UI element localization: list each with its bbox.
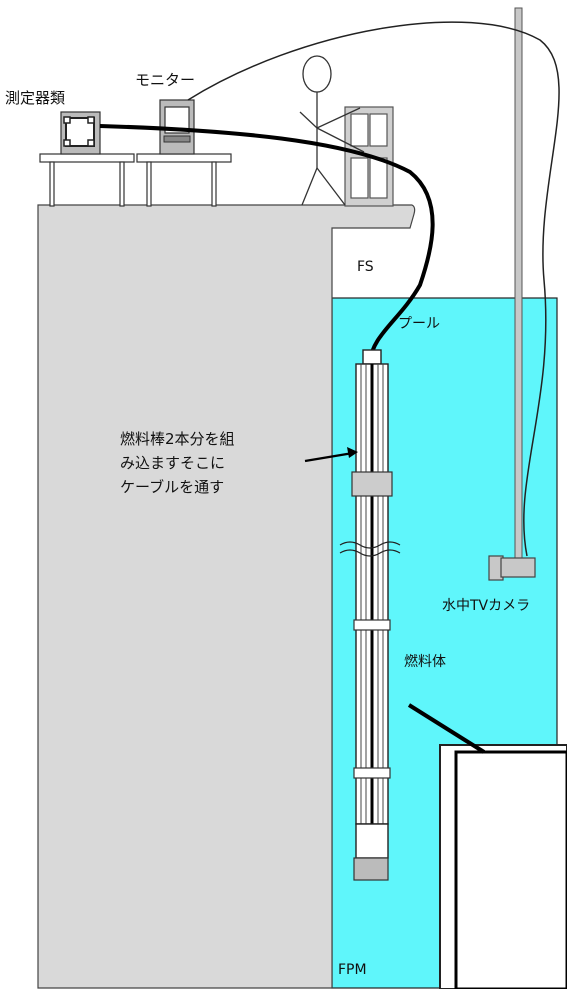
table-right (136, 153, 232, 207)
fpm-base (353, 857, 389, 881)
camera-icon (488, 555, 536, 581)
camera-pole (514, 7, 523, 559)
break-mark (339, 541, 401, 557)
table-left (39, 153, 135, 207)
fpm-grid-2 (353, 619, 391, 631)
note-arrowhead (347, 447, 358, 458)
fpm-bottom-nozzle (355, 823, 389, 859)
note-line-1: 燃料棒2本分を組 (120, 430, 235, 448)
camera-label: 水中TVカメラ (442, 598, 530, 614)
building-wall (37, 204, 416, 989)
fuel-pointer-line (407, 703, 486, 754)
fpm-grid-3 (353, 767, 391, 779)
fpm-grid-1 (351, 471, 393, 497)
fs-label: FS (357, 259, 374, 275)
fpm-assembly (351, 349, 393, 881)
pool-label: プール (398, 316, 440, 332)
instrument-box-icon (60, 111, 101, 155)
measurement-label: 測定器類 (5, 89, 65, 107)
stick-figure-icon (299, 55, 365, 206)
note-line-3: ケーブルを通す (120, 478, 224, 496)
monitor-label: モニター (135, 71, 195, 89)
camera-cable (187, 21, 560, 557)
concrete-block-inner (454, 750, 567, 989)
fpm-top-cap (362, 349, 382, 365)
note-arrow (304, 451, 354, 463)
note-line-2: み込ますそこに (120, 454, 225, 472)
fpm-label: FPM (338, 962, 367, 978)
fuel-assembly-label: 燃料体 (404, 653, 446, 670)
measurement-cable (99, 124, 435, 363)
